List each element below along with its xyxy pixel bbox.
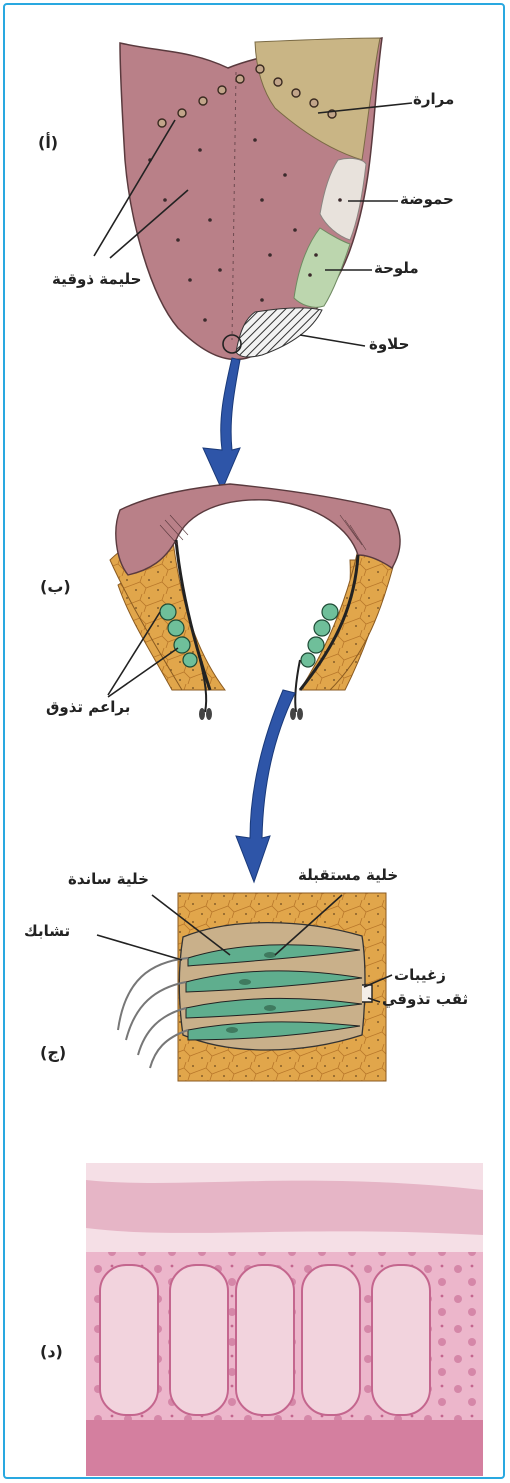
histology-micrograph xyxy=(86,1163,483,1476)
micrograph-connective-layer xyxy=(86,1180,483,1235)
label-synapse: تشابك xyxy=(24,922,70,940)
label-taste-buds: براعم تذوق xyxy=(46,698,130,716)
label-salty: ملوحة xyxy=(374,259,419,277)
panel-label-c: (ج) xyxy=(40,1043,66,1062)
label-microvilli: زغيبات xyxy=(394,966,446,984)
tongue-diagram xyxy=(94,38,412,360)
panel-label-b: (ب) xyxy=(40,577,71,596)
panel-label-a: (أ) xyxy=(38,133,58,152)
arrow-tongue-to-papilla xyxy=(203,358,240,490)
micrograph-taste-buds xyxy=(100,1265,430,1415)
label-taste-pore: ثقب تذوقي xyxy=(382,990,468,1008)
label-supporting-cell: خلية ساندة xyxy=(68,870,149,888)
label-receptor-cell: خلية مستقبلة xyxy=(298,866,398,884)
papilla-diagram xyxy=(108,484,400,720)
panel-label-d: (د) xyxy=(40,1342,63,1361)
label-sour: حموضة xyxy=(400,190,454,208)
label-taste-papilla: حليمة ذوقية xyxy=(52,270,142,288)
micrograph-basal-layer xyxy=(86,1420,483,1476)
taste-bud-diagram xyxy=(97,893,392,1081)
label-bitter: مرارة xyxy=(413,90,454,108)
arrow-papilla-to-bud xyxy=(236,690,295,882)
label-sweet: حلاوة xyxy=(369,335,409,353)
